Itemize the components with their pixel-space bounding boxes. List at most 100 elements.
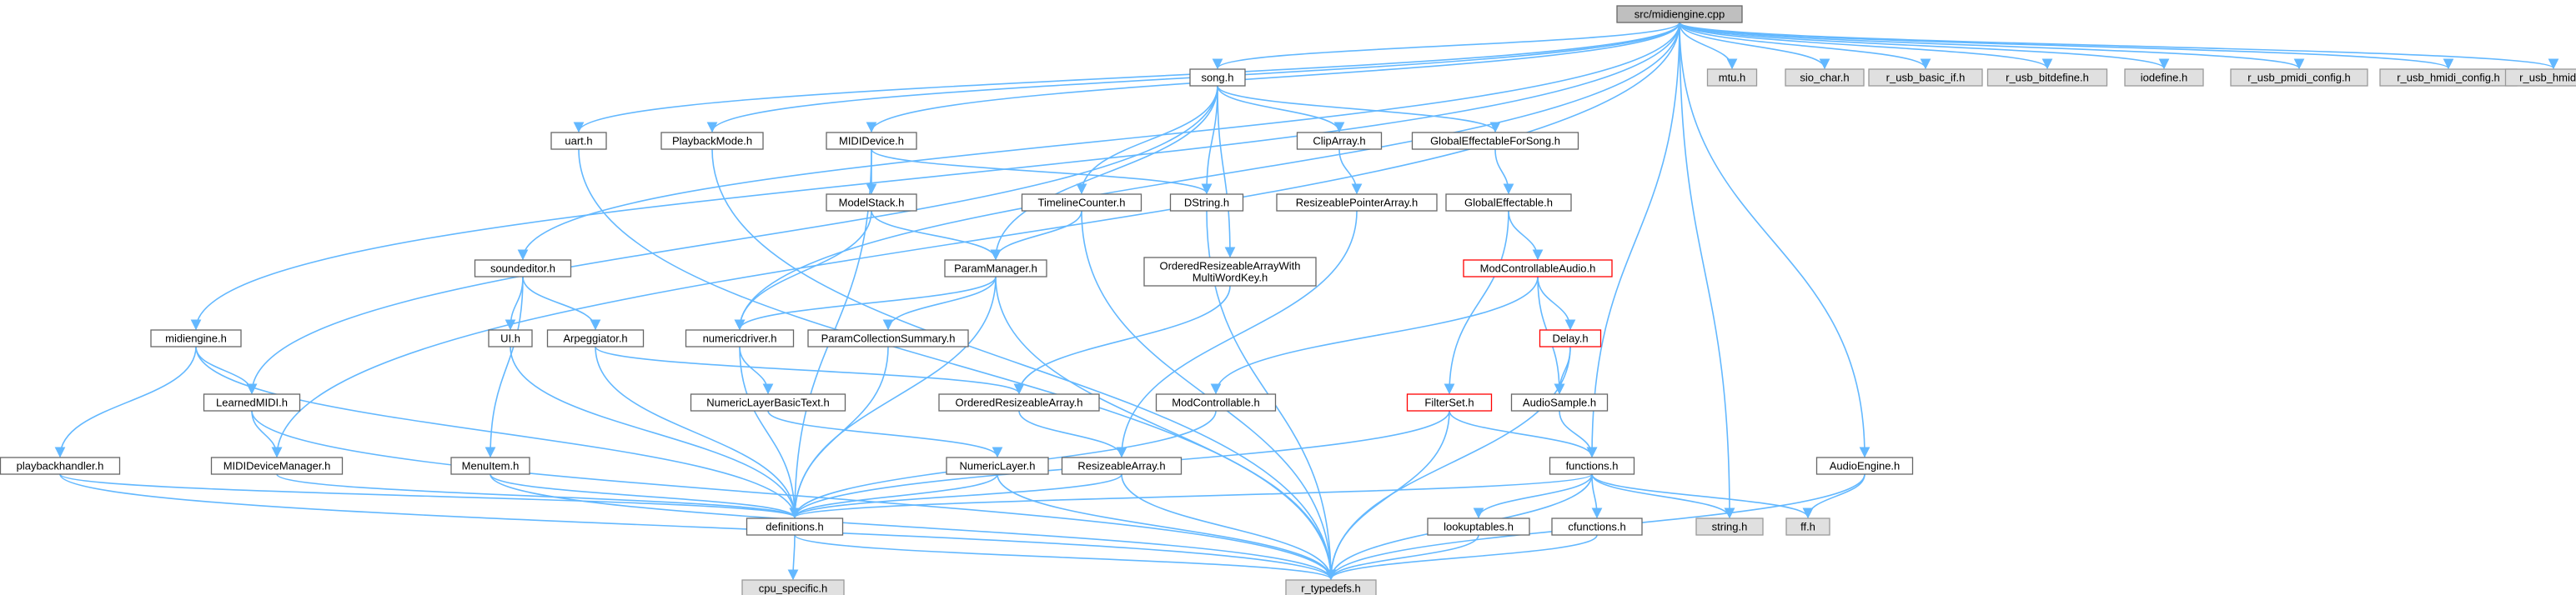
node-r_typedefs[interactable]: r_typedefs.h <box>1285 579 1377 595</box>
node-box-filterset <box>1406 393 1493 412</box>
node-label-functions: functions.h <box>1566 460 1619 472</box>
node-label-soundeditor: soundeditor.h <box>490 262 555 275</box>
node-orderedresizeablearray[interactable]: OrderedResizeableArray.h <box>938 393 1100 412</box>
node-resizeablepointerarray[interactable]: ResizeablePointerArray.h <box>1276 193 1438 212</box>
node-ff[interactable]: ff.h <box>1785 518 1830 536</box>
edge-parammanager-to-paramcollectionsummary <box>882 276 997 331</box>
edge-root-to-song <box>1212 22 1680 70</box>
node-box-midiengine_h <box>150 329 242 348</box>
node-uart[interactable]: uart.h <box>550 132 607 150</box>
edge-lookuptables-to-r_typedefs <box>1325 534 1479 581</box>
node-cliparray[interactable]: ClipArray.h <box>1296 132 1383 150</box>
edge-playbackmode-to-r_typedefs <box>711 148 1337 581</box>
node-ui[interactable]: UI.h <box>488 329 533 348</box>
edge-root-to-r_usb_basic_if <box>1679 22 1931 70</box>
node-modcontrollable[interactable]: ModControllable.h <box>1155 393 1277 412</box>
edge-uart-to-r_typedefs <box>578 148 1337 581</box>
node-functions[interactable]: functions.h <box>1549 457 1635 475</box>
node-timelinecounter[interactable]: TimelineCounter.h <box>1021 193 1142 212</box>
node-string_h[interactable]: string.h <box>1695 518 1764 536</box>
node-r_usb_hmidi[interactable]: r_usb_hmidi.h <box>2504 68 2576 87</box>
node-soundeditor[interactable]: soundeditor.h <box>474 259 572 278</box>
node-label-playbackhandler: playbackhandler.h <box>17 460 104 472</box>
node-numericlayer[interactable]: NumericLayer.h <box>946 457 1049 475</box>
node-box-numericlayerbasictext <box>690 393 846 412</box>
node-globaleffectableforsong[interactable]: GlobalEffectableForSong.h <box>1411 132 1579 150</box>
node-label-root: src/midiengine.cpp <box>1634 8 1725 21</box>
node-box-mididevice <box>826 132 917 150</box>
edge-parammanager-to-r_typedefs <box>995 276 1337 581</box>
node-numericdriver[interactable]: numericdriver.h <box>685 329 795 348</box>
node-box-modelstack <box>826 193 917 212</box>
node-arpeggiator[interactable]: Arpeggiator.h <box>546 329 645 348</box>
node-resizeablearray[interactable]: ResizeableArray.h <box>1061 457 1183 475</box>
edge-resizeablearray-to-definitions <box>789 473 1122 519</box>
node-label-line-orderedresizeablearraywithmultiwordkey-0: OrderedResizeableArrayWith <box>1159 260 1300 272</box>
node-mididevice[interactable]: MIDIDevice.h <box>826 132 917 150</box>
node-label-audioengine: AudioEngine.h <box>1830 460 1901 472</box>
node-r_usb_pmidi_config[interactable]: r_usb_pmidi_config.h <box>2230 68 2368 87</box>
node-playbackmode[interactable]: PlaybackMode.h <box>660 132 764 150</box>
node-label-dstring: DString.h <box>1184 197 1229 209</box>
node-audioengine[interactable]: AudioEngine.h <box>1815 457 1914 475</box>
edge-song-to-globaleffectableforsong <box>1217 85 1501 133</box>
node-label-string_h: string.h <box>1712 521 1748 533</box>
node-delay[interactable]: Delay.h <box>1539 329 1602 348</box>
node-box-resizeablearray <box>1061 457 1183 475</box>
node-midiengine_h[interactable]: midiengine.h <box>150 329 242 348</box>
node-definitions[interactable]: definitions.h <box>746 518 844 536</box>
node-audiosample[interactable]: AudioSample.h <box>1510 393 1609 412</box>
node-cpu_specific[interactable]: cpu_specific.h <box>741 579 845 595</box>
node-song[interactable]: song.h <box>1189 68 1246 87</box>
node-numericlayerbasictext[interactable]: NumericLayerBasicText.h <box>690 393 846 412</box>
node-mtu[interactable]: mtu.h <box>1706 68 1758 87</box>
node-modcontrollableaudio[interactable]: ModControllableAudio.h <box>1463 259 1613 278</box>
node-box-modcontrollableaudio <box>1463 259 1613 278</box>
node-box-globaleffectableforsong <box>1411 132 1579 150</box>
node-box-playbackmode <box>660 132 764 150</box>
node-label-r_usb_hmidi: r_usb_hmidi.h <box>2519 72 2576 84</box>
edge-numericlayer-to-definitions <box>789 473 998 519</box>
node-label-playbackmode: PlaybackMode.h <box>672 135 752 148</box>
edge-root-to-string_h <box>1679 22 1735 519</box>
node-label-timelinecounter: TimelineCounter.h <box>1037 197 1125 209</box>
node-mididevicemanager[interactable]: MIDIDeviceManager.h <box>210 457 344 475</box>
node-dstring[interactable]: DString.h <box>1169 193 1244 212</box>
node-label-resizeablearray: ResizeableArray.h <box>1077 460 1165 472</box>
node-label-audiosample: AudioSample.h <box>1523 397 1596 409</box>
node-box-orderedresizeablearray <box>938 393 1100 412</box>
node-iodefine[interactable]: iodefine.h <box>2124 68 2204 87</box>
node-lookuptables[interactable]: lookuptables.h <box>1427 518 1530 536</box>
node-label-mtu: mtu.h <box>1719 72 1746 84</box>
node-box-mididevicemanager <box>210 457 344 475</box>
node-sio_char[interactable]: sio_char.h <box>1785 68 1865 87</box>
node-playbackhandler[interactable]: playbackhandler.h <box>0 457 121 475</box>
edge-resizeablepointerarray-to-resizeablearray <box>1116 210 1358 458</box>
node-parammanager[interactable]: ParamManager.h <box>944 259 1047 278</box>
node-r_usb_hmidi_config[interactable]: r_usb_hmidi_config.h <box>2379 68 2518 87</box>
node-menuitem[interactable]: MenuItem.h <box>450 457 530 475</box>
node-root[interactable]: src/midiengine.cpp <box>1616 5 1743 23</box>
node-learnedmidi[interactable]: LearnedMIDI.h <box>203 393 301 412</box>
edge-delay-to-r_typedefs <box>1325 346 1571 581</box>
edge-parammanager-to-numericdriver <box>734 276 997 331</box>
edge-learnedmidi-to-mididevicemanager <box>251 410 283 458</box>
node-modelstack[interactable]: ModelStack.h <box>826 193 917 212</box>
node-label-learnedmidi: LearnedMIDI.h <box>216 397 288 409</box>
node-cfunctions[interactable]: cfunctions.h <box>1551 518 1643 536</box>
node-box-ui <box>488 329 533 348</box>
node-paramcollectionsummary[interactable]: ParamCollectionSummary.h <box>807 329 969 348</box>
node-filterset[interactable]: FilterSet.h <box>1406 393 1493 412</box>
edge-root-to-functions <box>1586 22 1680 458</box>
node-r_usb_bitdefine[interactable]: r_usb_bitdefine.h <box>1986 68 2108 87</box>
node-box-modcontrollable <box>1155 393 1277 412</box>
node-globaleffectable[interactable]: GlobalEffectable.h <box>1445 193 1572 212</box>
node-label-arpeggiator: Arpeggiator.h <box>563 332 627 345</box>
edge-song-to-learnedmidi <box>246 85 1218 395</box>
edge-learnedmidi-to-r_typedefs <box>251 410 1337 581</box>
node-label-r_typedefs: r_typedefs.h <box>1301 582 1361 595</box>
node-r_usb_basic_if[interactable]: r_usb_basic_if.h <box>1868 68 1983 87</box>
